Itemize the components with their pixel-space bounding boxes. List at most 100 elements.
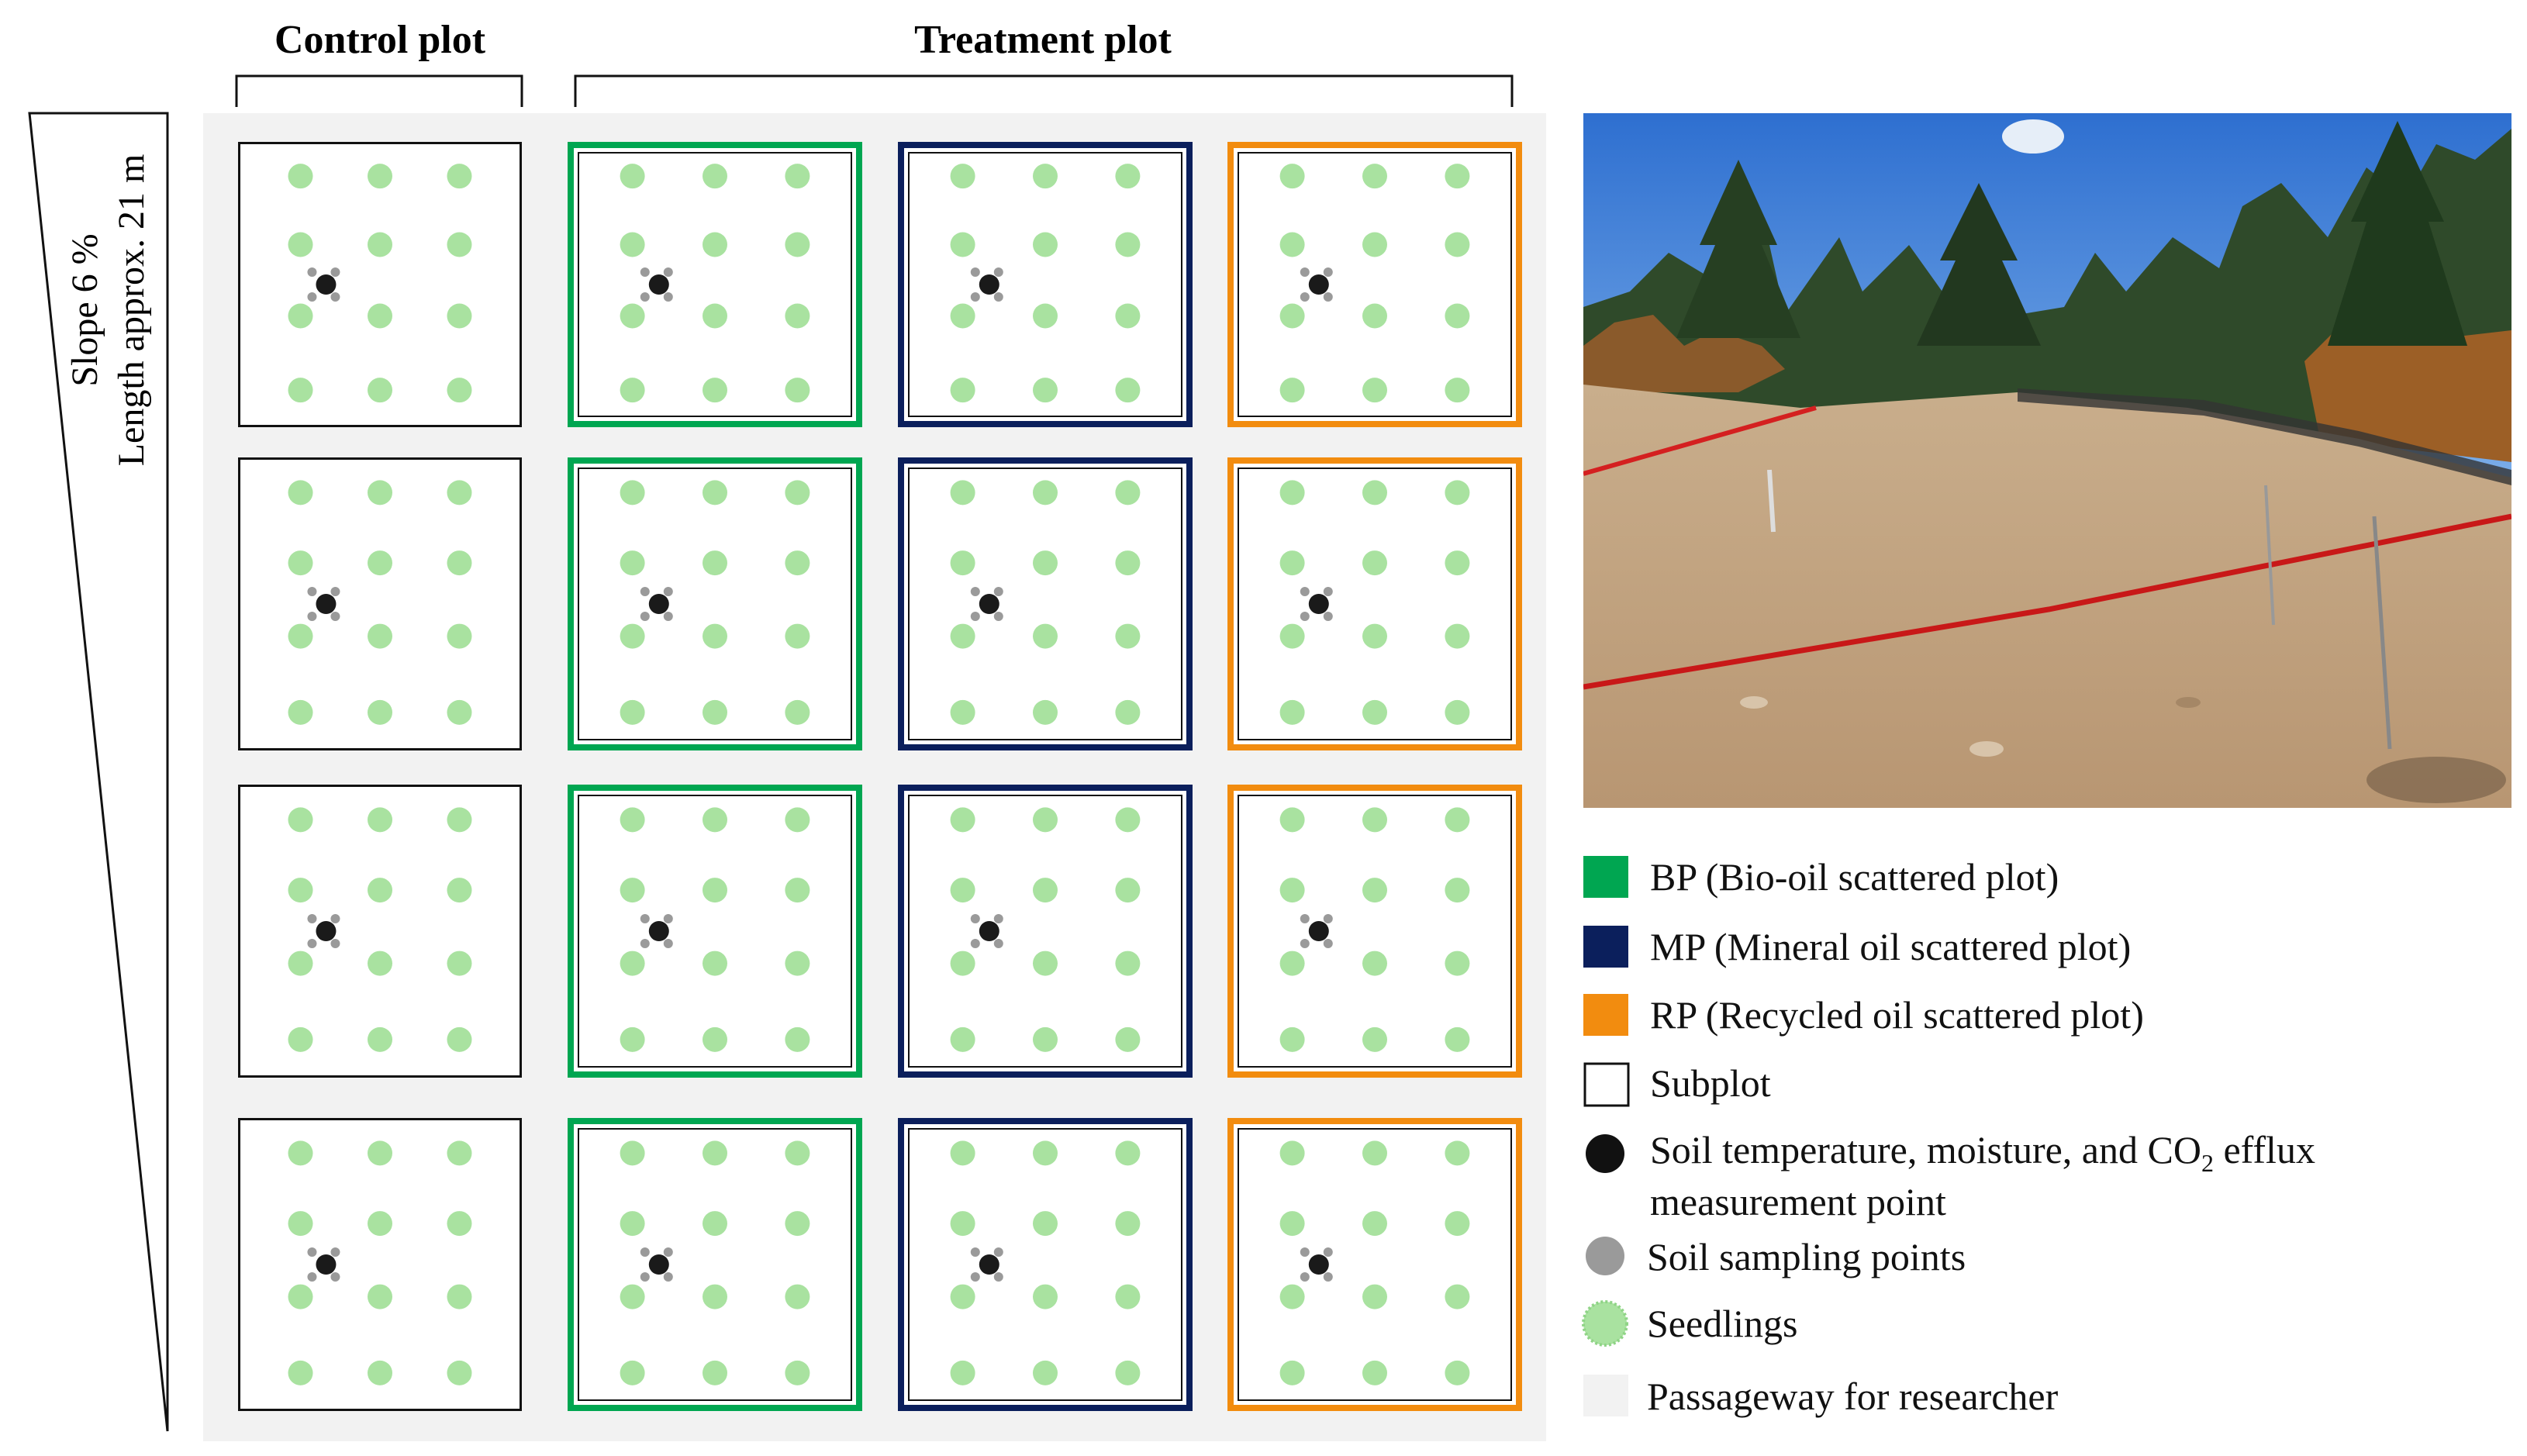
seedling xyxy=(1033,951,1058,976)
measurement-point xyxy=(648,921,669,941)
seedling xyxy=(1445,1360,1470,1385)
seedling xyxy=(620,951,645,976)
legend-passageway-swatch xyxy=(1583,1375,1628,1416)
legend-measurement-subscript: 2 xyxy=(2201,1149,2214,1177)
measurement-point xyxy=(648,1254,669,1275)
seedling xyxy=(1279,480,1305,505)
sampling-point xyxy=(663,267,673,277)
seedling xyxy=(1362,1211,1387,1237)
seedling xyxy=(950,1140,975,1166)
treatment-plot-header: Treatment plot xyxy=(914,18,1172,62)
seedling xyxy=(1362,232,1387,257)
slope-label: Slope 6 % Length approx. 21 m xyxy=(64,154,152,467)
seedling xyxy=(447,1140,472,1166)
seedling xyxy=(1279,232,1305,257)
seedling xyxy=(620,550,645,576)
subplot-rp-4 xyxy=(1227,1118,1522,1411)
subplot-border xyxy=(568,785,862,1078)
seedling xyxy=(1033,303,1058,329)
seedling xyxy=(1115,164,1141,189)
sampling-point xyxy=(1300,267,1310,277)
measurement-point xyxy=(648,274,669,295)
sampling-point xyxy=(970,1247,980,1257)
seedling xyxy=(288,807,313,833)
seedling xyxy=(1115,1360,1141,1385)
sampling-point xyxy=(970,292,980,302)
seedling xyxy=(1445,699,1470,725)
control-plot-header: Control plot xyxy=(274,18,486,62)
sampling-point xyxy=(307,939,317,948)
seedling xyxy=(785,878,810,903)
sampling-point xyxy=(330,612,340,621)
subplot-inner-border xyxy=(578,795,852,1068)
subplot-inner-border xyxy=(1238,795,1512,1068)
red-rope-lower xyxy=(1583,513,2511,690)
sampling-point xyxy=(993,939,1003,948)
pine-tree-center xyxy=(1917,183,2041,346)
legend-passageway-label: Passageway for researcher xyxy=(1647,1375,2059,1418)
seedling xyxy=(288,1026,313,1052)
measurement-point xyxy=(316,274,337,295)
seedling xyxy=(1445,1026,1470,1052)
slope-label-line1: Slope 6 % xyxy=(64,233,105,386)
sampling-point xyxy=(970,587,980,596)
seedling xyxy=(620,1211,645,1237)
sampling-point xyxy=(1323,292,1333,302)
seedling xyxy=(447,1211,472,1237)
seedling xyxy=(950,623,975,649)
sampling-point xyxy=(330,914,340,923)
sampling-point xyxy=(993,1272,1003,1282)
seedling xyxy=(1362,303,1387,329)
seedling xyxy=(1115,1140,1141,1166)
sampling-point xyxy=(663,1247,673,1257)
seedling xyxy=(447,164,472,189)
seedling xyxy=(620,303,645,329)
seedling xyxy=(785,807,810,833)
subplot-border xyxy=(898,142,1193,427)
sampling-point xyxy=(330,1247,340,1257)
seedling xyxy=(368,550,392,576)
measurement-point xyxy=(316,594,337,614)
seedling xyxy=(1362,1026,1387,1052)
seedling xyxy=(620,878,645,903)
seedling xyxy=(288,623,313,649)
seedling xyxy=(1033,378,1058,403)
seedling xyxy=(703,480,727,505)
sampling-point xyxy=(993,612,1003,621)
sampling-point xyxy=(663,292,673,302)
seedling xyxy=(288,378,313,403)
subplot-border xyxy=(898,457,1193,750)
seedling xyxy=(950,699,975,725)
seedling xyxy=(785,1026,810,1052)
seedling xyxy=(1279,951,1305,976)
subplot-inner-border xyxy=(908,1128,1182,1401)
seedling xyxy=(950,951,975,976)
subplot-inner-border xyxy=(578,1128,852,1401)
sampling-point xyxy=(330,587,340,596)
seedling xyxy=(368,807,392,833)
seedling xyxy=(620,807,645,833)
subplot-border xyxy=(1227,457,1522,750)
legend-measurement-point xyxy=(1586,1134,1624,1173)
seedling xyxy=(1445,550,1470,576)
seedling xyxy=(447,1360,472,1385)
seedling xyxy=(1362,951,1387,976)
seedling xyxy=(703,550,727,576)
measurement-point xyxy=(316,1254,337,1275)
seedling xyxy=(368,378,392,403)
slope-wedge xyxy=(28,112,169,1432)
seedling xyxy=(1033,232,1058,257)
subplot-mp-2 xyxy=(898,457,1193,750)
seedling xyxy=(1033,1360,1058,1385)
seedling xyxy=(1445,303,1470,329)
cloud xyxy=(2002,119,2064,154)
seedling xyxy=(1445,232,1470,257)
seedling xyxy=(785,1211,810,1237)
seedling xyxy=(1445,1284,1470,1309)
seedling xyxy=(950,480,975,505)
seedling xyxy=(620,232,645,257)
sampling-point xyxy=(993,587,1003,596)
legend-measurement-label: Soil temperature, moisture, and CO2 effl… xyxy=(1650,1127,2315,1186)
sampling-point xyxy=(663,587,673,596)
